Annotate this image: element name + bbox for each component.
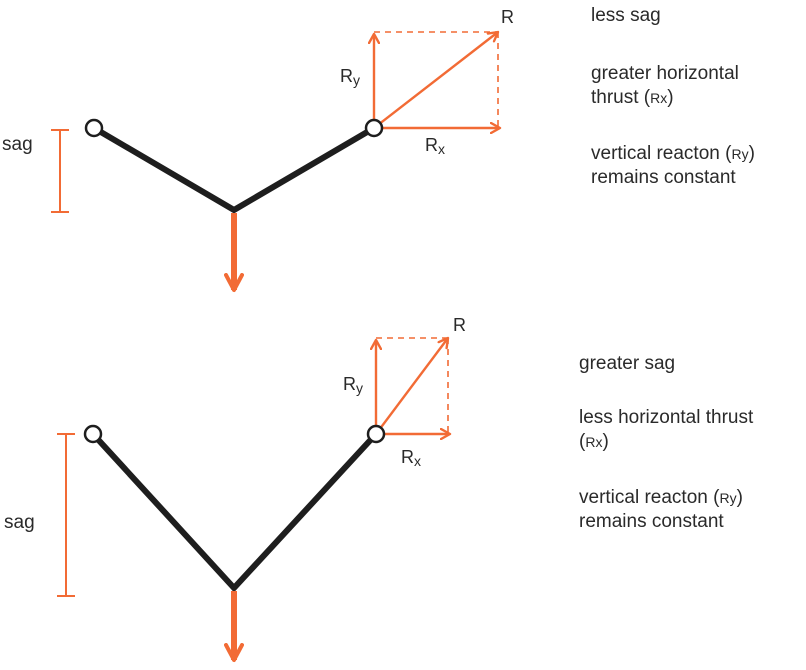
bottom-r-label: R xyxy=(453,315,466,335)
top-ry-label: Ry xyxy=(340,66,360,88)
top-note-vertical-line2: remains constant xyxy=(591,167,736,188)
bottom-note-vertical: vertical reacton (Ry) remains constant xyxy=(579,486,743,534)
bottom-note-thrust-line2: (Rx) xyxy=(579,431,609,452)
top-note-thrust-line2: thrust (Rx) xyxy=(591,87,674,108)
top-r-arrow xyxy=(373,32,498,129)
bottom-right-support xyxy=(366,424,386,444)
top-left-support xyxy=(84,118,104,138)
top-sag-dimension xyxy=(51,129,69,213)
top-sag-label: sag xyxy=(2,134,33,155)
top-force-diagram xyxy=(374,32,500,128)
bottom-sag-label: sag xyxy=(4,512,35,533)
top-cable xyxy=(92,125,376,214)
bottom-ry-label: Ry xyxy=(343,374,363,396)
bottom-r-arrow xyxy=(375,338,448,435)
bottom-note-vertical-line2: remains constant xyxy=(579,511,724,532)
bottom-sag-dimension xyxy=(57,433,75,597)
top-note-sag: less sag xyxy=(591,5,661,26)
bottom-rx-label: Rx xyxy=(401,447,421,469)
top-right-support xyxy=(364,118,384,138)
bottom-note-thrust-line1: less horizontal thrust xyxy=(579,407,754,428)
bottom-cable xyxy=(90,431,379,593)
bottom-note-vertical-line1: vertical reacton (Ry) xyxy=(579,487,743,508)
top-note-vertical-line1: vertical reacton (Ry) xyxy=(591,143,755,164)
top-r-label: R xyxy=(501,7,514,27)
top-case: sag R Ry Rx xyxy=(2,7,514,292)
bottom-force-diagram xyxy=(376,338,450,434)
top-note-thrust-line1: greater horizontal xyxy=(591,63,739,84)
bottom-left-support xyxy=(83,424,103,444)
top-note-thrust: greater horizontal thrust (Rx) xyxy=(591,62,739,110)
top-rx-label: Rx xyxy=(425,135,445,157)
bottom-note-sag: greater sag xyxy=(579,353,676,374)
top-note-vertical: vertical reacton (Ry) remains constant xyxy=(591,142,755,190)
bottom-note-thrust: less horizontal thrust (Rx) xyxy=(579,406,753,454)
bottom-case: sag R Ry Rx xyxy=(4,315,466,662)
